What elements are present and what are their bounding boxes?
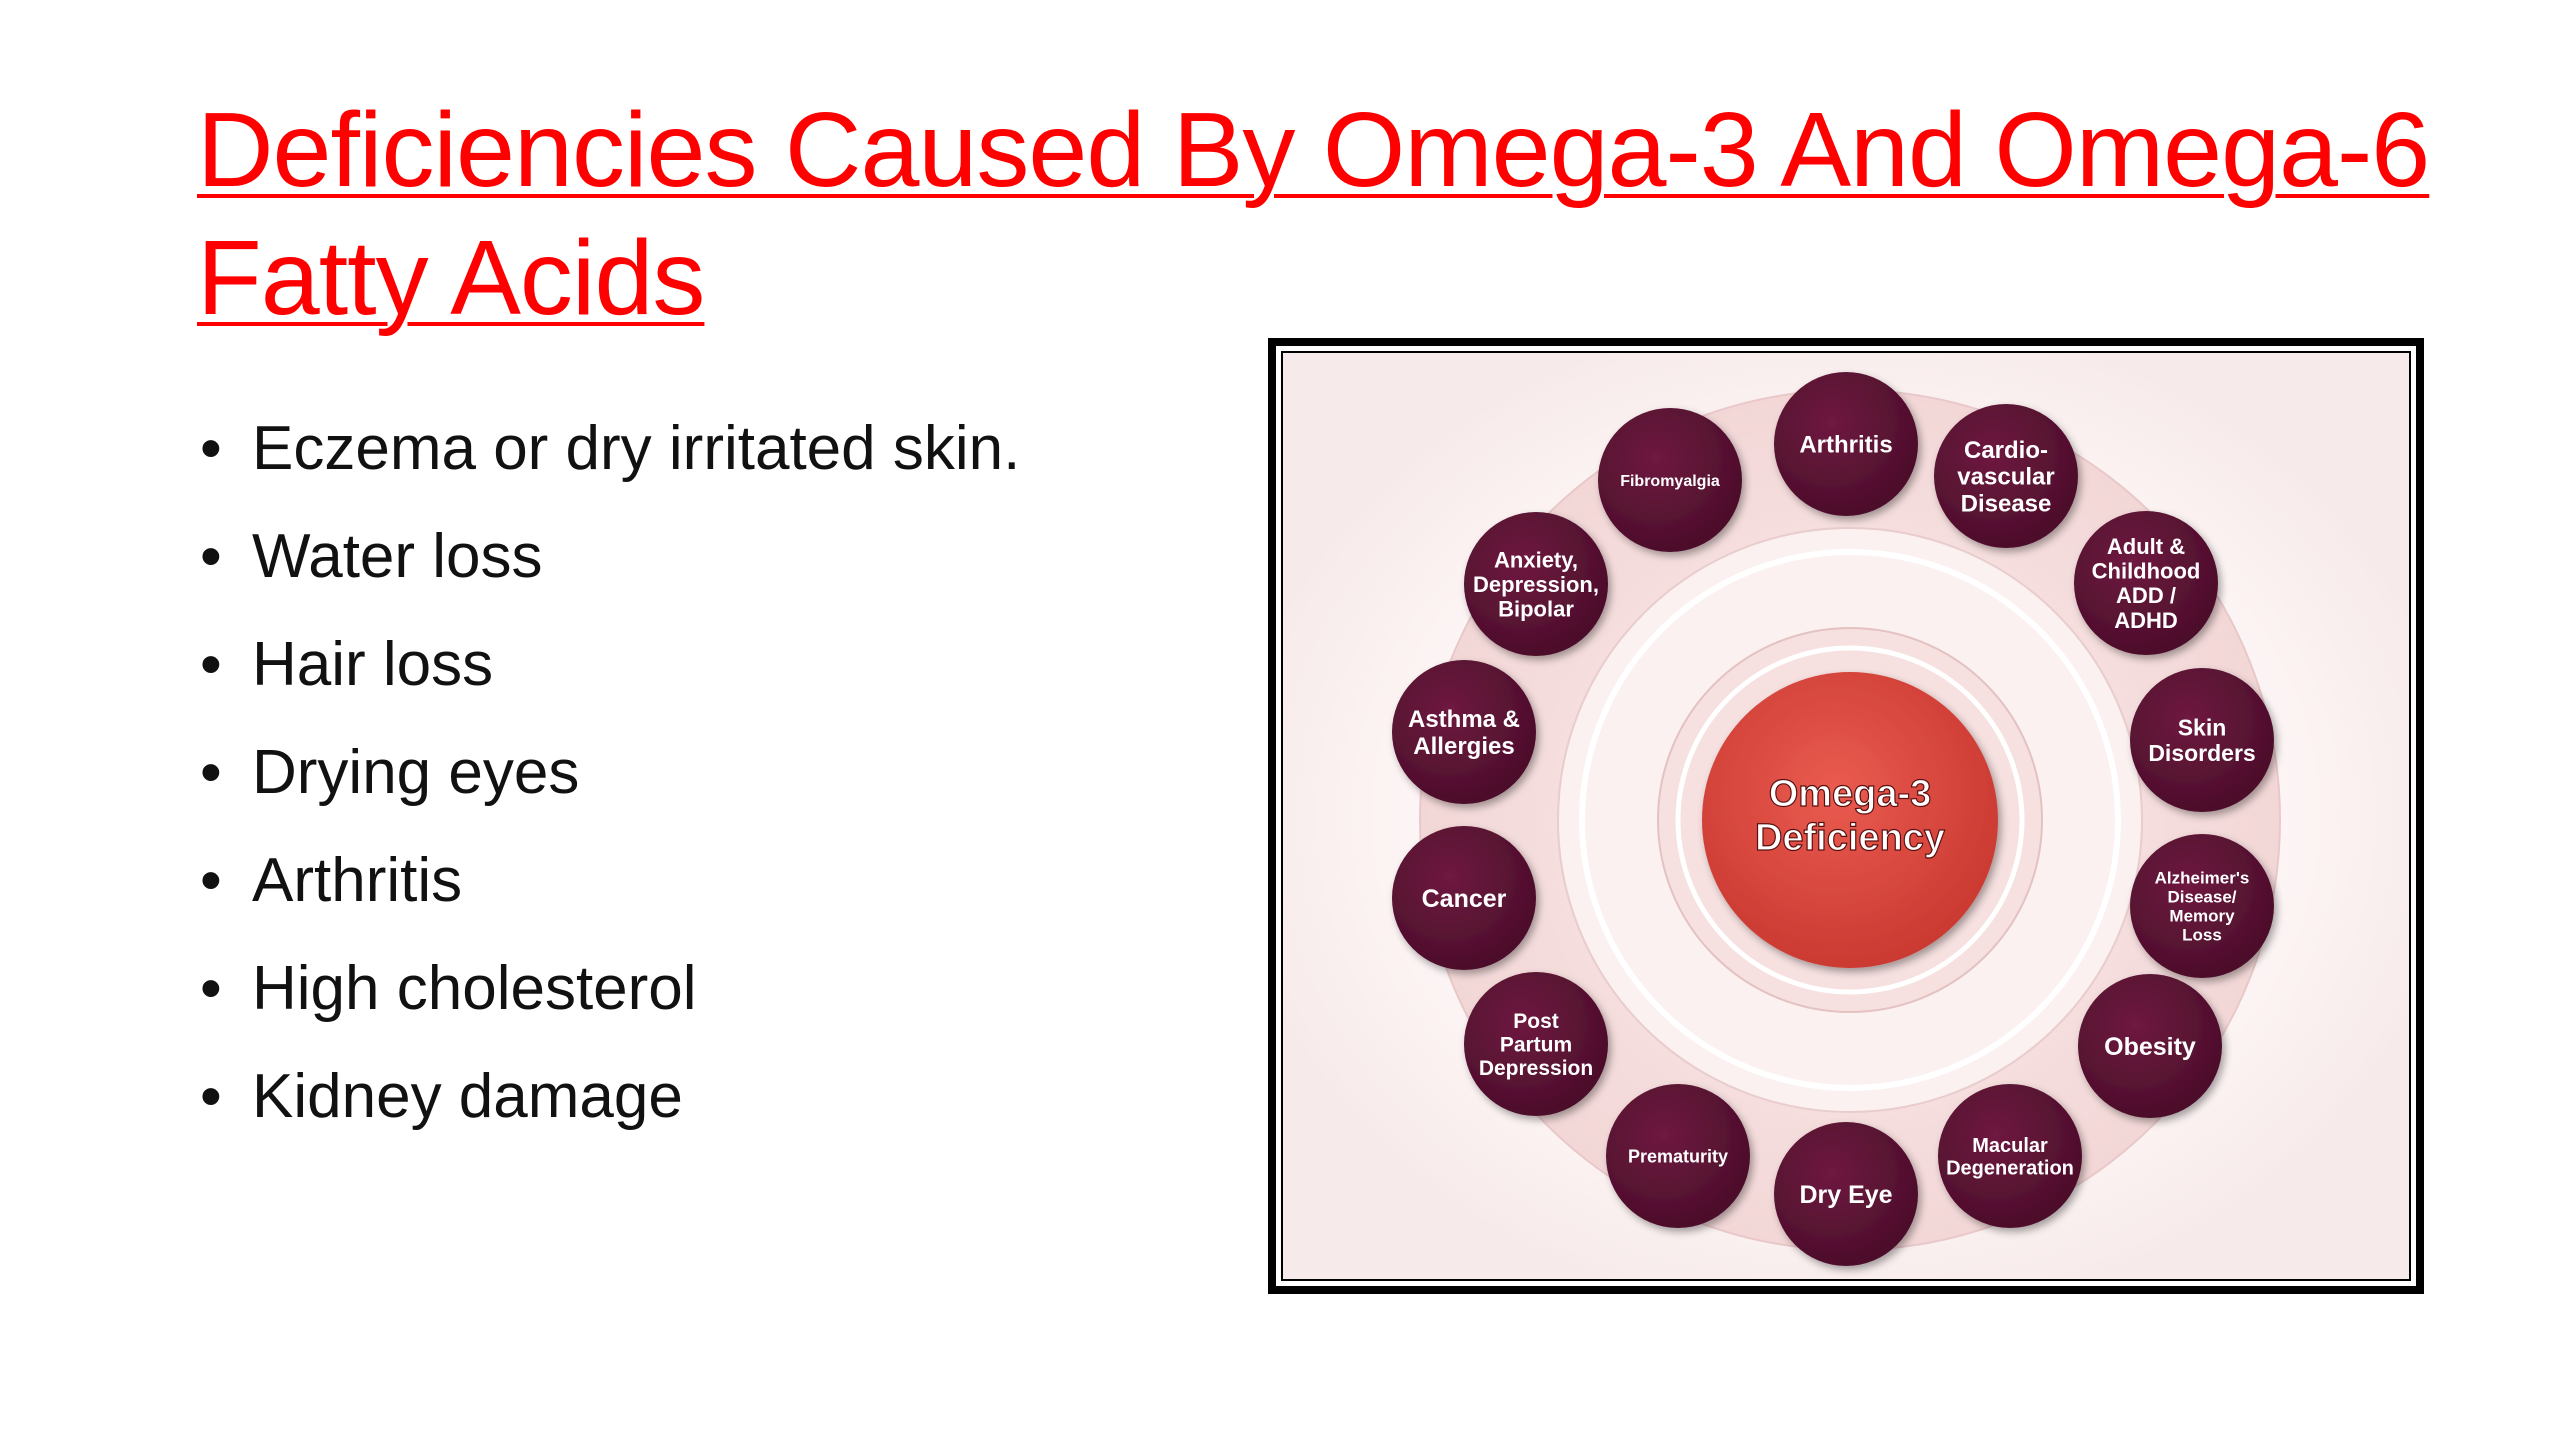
deficiency-node: Arthritis (1774, 372, 1918, 516)
deficiency-node-label: Disorders (2148, 740, 2255, 766)
deficiency-node-label: Cancer (1422, 885, 1507, 913)
deficiency-node-circle (1598, 408, 1742, 552)
deficiency-node-label: Depression, (1473, 572, 1599, 597)
deficiency-node-circle (2130, 668, 2274, 812)
deficiency-node: Dry Eye (1774, 1122, 1918, 1266)
deficiency-node-label: Adult & (2107, 534, 2185, 559)
deficiency-node: Obesity (2078, 974, 2222, 1118)
deficiency-node-label: Asthma & (1408, 706, 1520, 733)
deficiency-node-circle (1938, 1084, 2082, 1228)
deficiency-node-label: Obesity (2104, 1033, 2196, 1061)
bullet-item: Arthritis (200, 827, 1020, 935)
deficiency-node-label: Degeneration (1946, 1157, 2074, 1179)
deficiency-node: Cancer (1392, 826, 1536, 970)
bullet-item: Hair loss (200, 611, 1020, 719)
deficiency-node-circle (1934, 404, 2078, 548)
deficiency-node-label: Disease (1961, 491, 2052, 518)
deficiency-node: Prematurity (1606, 1084, 1750, 1228)
deficiency-node-label: Depression (1479, 1057, 1593, 1080)
deficiency-node-label: Dry Eye (1799, 1181, 1892, 1209)
deficiency-node-label: Skin (2178, 714, 2227, 740)
omega3-deficiency-diagram: Omega-3 Deficiency Arthritis Cardio-vascu… (1268, 338, 2424, 1294)
deficiency-node-label: Arthritis (1799, 432, 1892, 459)
center-circle (1702, 672, 1998, 968)
center-node: Omega-3 Deficiency (1702, 672, 1998, 968)
deficiency-node-circle (1774, 372, 1918, 516)
deficiency-node-circle (2074, 511, 2218, 655)
slide-title: Deficiencies Caused By Omega-3 And Omega… (197, 91, 2430, 337)
deficiency-node-label: Partum (1500, 1034, 1572, 1057)
deficiency-node-label: Memory (2169, 907, 2235, 926)
deficiency-node-label: Allergies (1413, 733, 1514, 760)
deficiency-node-label: Macular (1972, 1135, 2048, 1157)
deficiency-node-label: Disease/ (2168, 888, 2237, 907)
deficiency-node-circle (1606, 1084, 1750, 1228)
deficiency-node-circle (2078, 974, 2222, 1118)
deficiency-node-label: Prematurity (1628, 1146, 1728, 1166)
deficiency-node-label: Anxiety, (1494, 547, 1578, 572)
deficiency-node-circle (1392, 826, 1536, 970)
deficiency-node-circle (1464, 972, 1608, 1116)
deficiency-node-label: Alzheimer's (2155, 869, 2250, 888)
bullet-item: Eczema or dry irritated skin. (200, 395, 1020, 503)
deficiency-node-circle (1774, 1122, 1918, 1266)
omega3-diagram-figure: Omega-3 Deficiency Arthritis Cardio-vascu… (1268, 338, 2424, 1294)
deficiency-node-label: Post (1513, 1010, 1559, 1033)
deficiency-node: Anxiety,Depression,Bipolar (1464, 512, 1608, 656)
middle-ring-highlight (1579, 549, 2121, 1091)
center-label-line: Omega-3 (1769, 773, 1932, 815)
deficiency-node-label: Fibromyalgia (1620, 473, 1720, 490)
bullet-item: Water loss (200, 503, 1020, 611)
bullet-item: High cholesterol (200, 935, 1020, 1043)
deficiency-node: Fibromyalgia (1598, 408, 1742, 552)
deficiency-node-circle (2130, 834, 2274, 978)
deficiency-node-label: Cardio- (1964, 437, 2048, 464)
deficiency-node-label: ADHD (2114, 608, 2178, 633)
deficiency-node-label: Bipolar (1498, 597, 1574, 622)
deficiency-node-label: vascular (1957, 464, 2054, 491)
deficiency-node-label: Childhood (2092, 559, 2201, 584)
inner-ring-highlight (1675, 645, 2025, 995)
deficiency-node-circle (1464, 512, 1608, 656)
bullet-item: Kidney damage (200, 1043, 1020, 1151)
deficiency-node-circle (1392, 660, 1536, 804)
bullet-list: Eczema or dry irritated skin. Water loss… (200, 395, 1020, 1151)
deficiency-node: Asthma &Allergies (1392, 660, 1536, 804)
deficiency-node-label: ADD / (2116, 583, 2176, 608)
bullet-item: Drying eyes (200, 719, 1020, 827)
deficiency-node-label: Loss (2182, 926, 2222, 945)
center-label-line: Deficiency (1755, 817, 1945, 859)
